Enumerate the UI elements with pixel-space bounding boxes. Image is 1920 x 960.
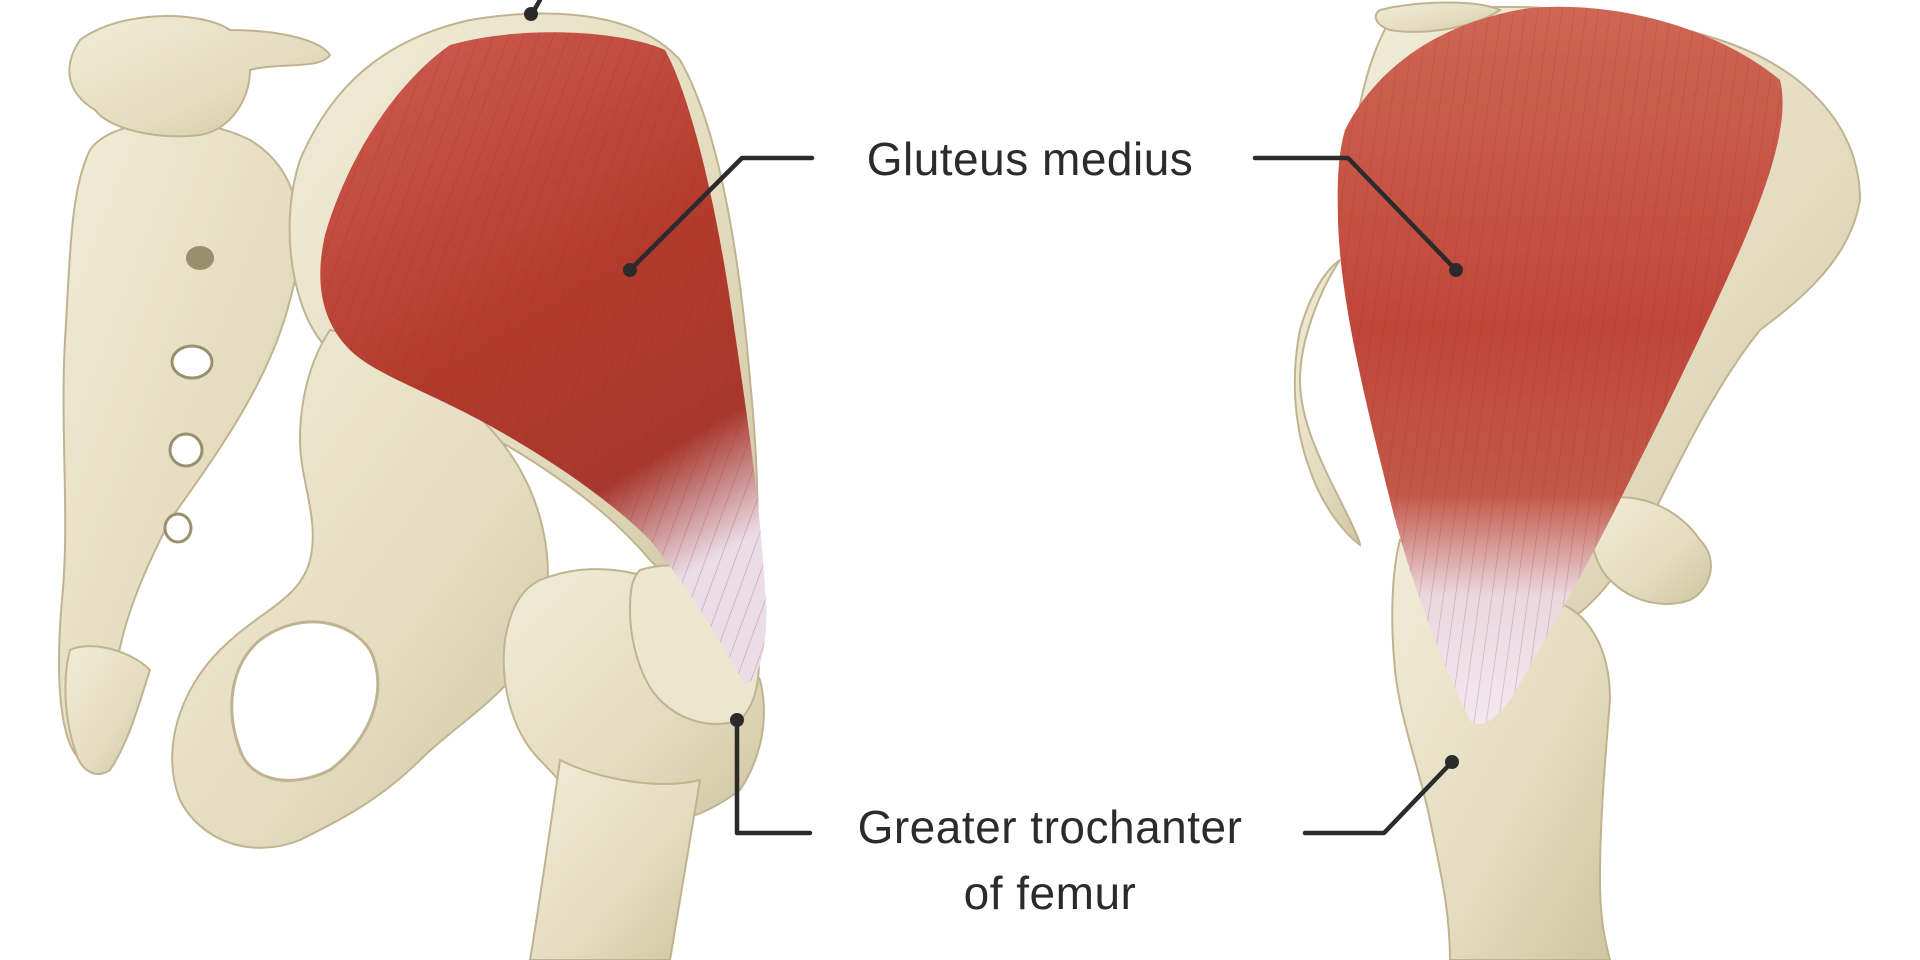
leader-dot-icon bbox=[1449, 263, 1463, 277]
coccyx bbox=[64, 645, 152, 775]
leader-dot-icon bbox=[623, 263, 637, 277]
leader-line-trochanter-left bbox=[734, 717, 813, 836]
leader-dot-icon bbox=[730, 713, 744, 727]
label-greater-trochanter-line2: of femur bbox=[963, 867, 1137, 919]
label-greater-trochanter: Greater trochanter of femur bbox=[830, 794, 1270, 926]
label-gluteus-medius: Gluteus medius bbox=[866, 133, 1194, 185]
sacral-foramen bbox=[163, 512, 193, 544]
leader-line-gluteus-right bbox=[1252, 155, 1459, 273]
lumbar-vertebra bbox=[68, 15, 332, 138]
leader-line-trochanter-right bbox=[1302, 759, 1455, 836]
sacral-foramen bbox=[170, 344, 214, 380]
femur-shaft bbox=[528, 758, 702, 960]
label-greater-trochanter-line1: Greater trochanter bbox=[857, 801, 1243, 853]
sacral-foramen bbox=[186, 246, 214, 270]
leader-line-gluteus-left bbox=[627, 155, 815, 273]
muscle-fibers bbox=[320, 32, 767, 686]
ischium bbox=[1590, 496, 1712, 605]
right-pelvis-view bbox=[1293, 1, 1862, 960]
sacrum-edge bbox=[1293, 259, 1362, 548]
obturator-foramen bbox=[230, 620, 380, 782]
left-pelvis-view bbox=[58, 12, 767, 960]
leader-dots bbox=[524, 7, 1463, 769]
muscle-fibers bbox=[1337, 6, 1783, 724]
leader-dot-icon bbox=[1445, 755, 1459, 769]
sacral-foramen bbox=[168, 432, 204, 468]
leader-dot-icon bbox=[524, 7, 538, 21]
